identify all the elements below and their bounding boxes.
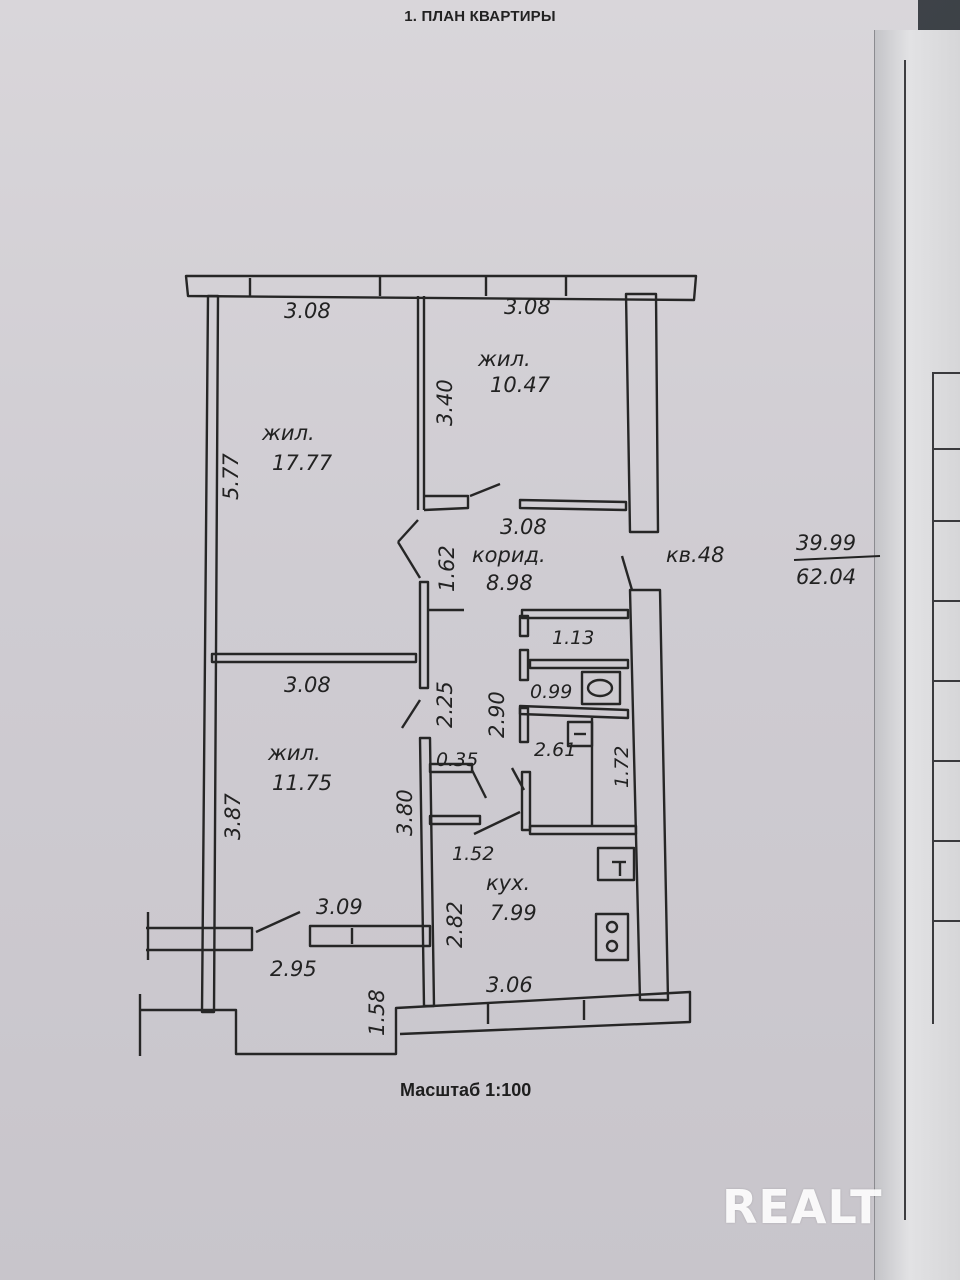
outer-wall-right-top	[624, 292, 660, 534]
dimension-label: 0.35	[436, 749, 478, 771]
page-title: 1. ПЛАН КВАРТИРЫ	[404, 8, 556, 25]
dimension-label: 3.08	[284, 673, 331, 697]
wc-door	[518, 648, 530, 682]
dimension-label: 3.08	[284, 299, 331, 323]
room-area: 11.75	[272, 771, 332, 795]
corridor-wall	[418, 580, 430, 690]
dimension-label: 1.13	[552, 627, 594, 649]
room-area: 17.77	[272, 451, 333, 475]
side-table-line	[932, 840, 960, 842]
side-table-line	[932, 520, 960, 522]
side-table	[932, 372, 960, 1024]
dimension-label: 2.61	[534, 739, 576, 761]
wc-wall	[520, 608, 630, 620]
wc-door	[518, 614, 530, 638]
side-table-line	[932, 920, 960, 922]
dimension-label: 3.80	[393, 789, 417, 836]
fraction-bar	[793, 555, 881, 561]
dimension-label: 3.40	[433, 379, 457, 426]
room-area: 10.47	[490, 373, 551, 397]
dimension-label: 2.90	[485, 691, 509, 738]
dimension-label: 3.87	[221, 793, 245, 840]
room-area: 7.99	[490, 901, 537, 925]
door-swing	[397, 519, 419, 543]
dimension-label: 1.62	[435, 545, 459, 592]
sink-icon	[566, 720, 594, 748]
dimension-label: 1.72	[611, 746, 633, 788]
dimension-label: 0.99	[530, 681, 572, 703]
room-wall	[518, 498, 628, 512]
room-name: жил.	[261, 421, 315, 445]
dimension-label: 2.82	[443, 901, 467, 948]
leader-line	[473, 810, 521, 836]
door-swing	[470, 769, 488, 799]
room-name: жил.	[267, 741, 321, 765]
side-table-line	[932, 760, 960, 762]
document-page	[0, 0, 918, 1280]
wc-wall	[528, 658, 630, 670]
outer-wall-bottom	[140, 990, 692, 1056]
closet-wall	[428, 814, 482, 826]
bath-wall	[520, 770, 532, 832]
door-swing	[510, 767, 526, 791]
door-swing	[396, 541, 422, 579]
stove-icon	[596, 846, 636, 882]
outer-wall-right	[628, 588, 670, 1002]
toilet-icon	[580, 670, 622, 706]
side-table-line	[932, 600, 960, 602]
dimension-label: 1.58	[365, 989, 389, 1036]
bath-wall	[528, 824, 638, 836]
toilet-bowl-icon	[586, 678, 614, 698]
dimension-label: 2.95	[270, 957, 317, 981]
realt-logo: REALT	[722, 1180, 883, 1234]
room-area: 8.98	[486, 571, 533, 595]
room-name: жил.	[477, 347, 531, 371]
dimension-label: 1.52	[452, 843, 494, 865]
scale-label: Масштаб 1:100	[400, 1080, 532, 1100]
dimension-label: 3.08	[500, 515, 547, 539]
room-name: корид.	[472, 543, 546, 567]
corridor-wall	[418, 736, 436, 1008]
total-area: 62.04	[796, 565, 856, 589]
room-wall	[423, 494, 470, 512]
apartment-label: кв.48	[666, 543, 724, 567]
dimension-label: 5.77	[219, 453, 243, 500]
page-rule	[904, 60, 906, 1220]
side-table-line	[932, 680, 960, 682]
bath-wall	[518, 704, 630, 720]
door-swing	[620, 555, 634, 591]
dimension-label: 3.08	[504, 295, 551, 319]
outer-wall-top	[184, 274, 698, 302]
next-page-edge	[874, 30, 960, 1280]
bath-door	[518, 706, 530, 744]
dimension-label: 3.09	[316, 895, 363, 919]
balcony-wall	[308, 924, 432, 948]
door-swing	[400, 699, 422, 729]
side-table-line	[932, 448, 960, 450]
kitchen-stove-icon	[594, 912, 630, 962]
outer-wall-left	[200, 294, 220, 1014]
living-area: 39.99	[796, 531, 856, 555]
door-swing	[469, 482, 501, 498]
leader-line	[255, 910, 301, 934]
dimension-label: 3.06	[486, 973, 533, 997]
dimension-label: 2.25	[433, 681, 457, 728]
balcony-wall	[146, 926, 254, 952]
room-name: кух.	[486, 871, 530, 895]
room-wall	[210, 652, 418, 664]
